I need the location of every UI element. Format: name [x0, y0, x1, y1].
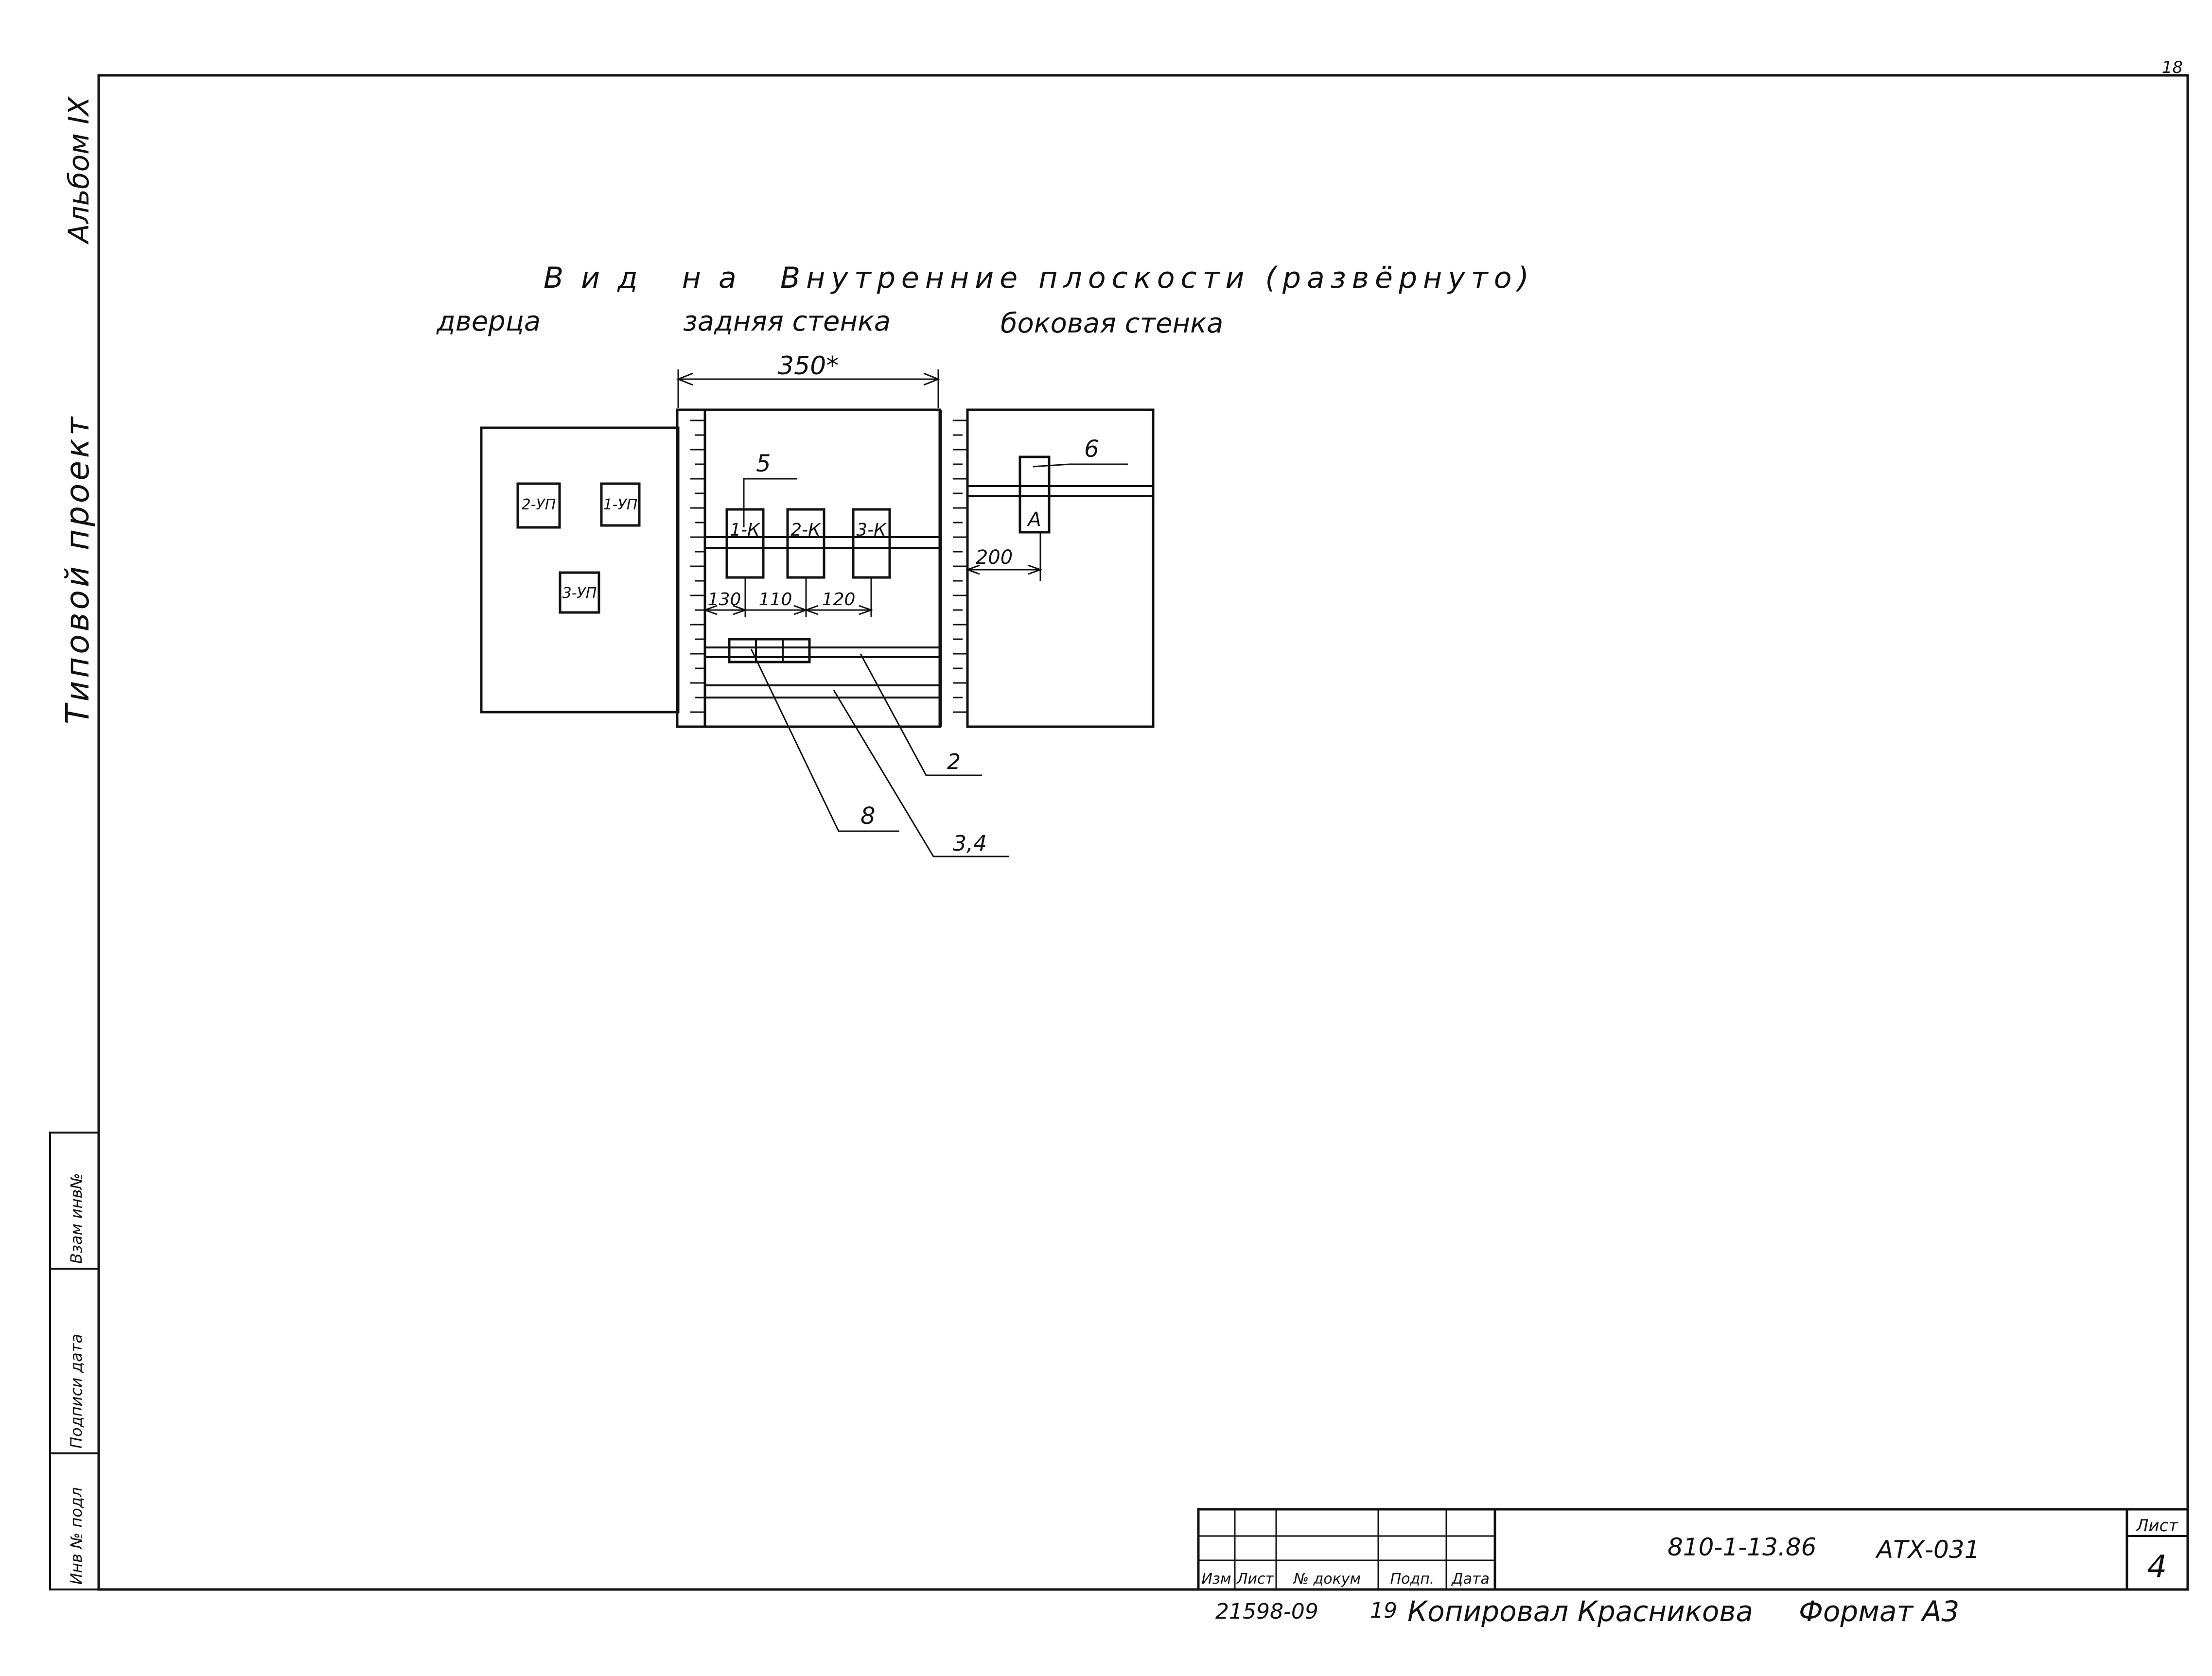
dim-200: 200	[976, 546, 1013, 569]
stamp-replaced-label: Взам инв№	[67, 1173, 86, 1264]
tb-col-izm: Изм	[1201, 1571, 1231, 1588]
tb-col-doc: № докум	[1293, 1571, 1361, 1588]
page-number: 18	[2162, 58, 2183, 77]
drawing-frame	[97, 74, 2189, 1591]
left-stamp: Инв № подл Подписи дата Взам инв№	[49, 1132, 100, 1590]
width-dimension-value: 350*	[778, 351, 839, 381]
footer-copied: Копировал Красникова	[1407, 1595, 1753, 1628]
tb-col-sign: Подп.	[1390, 1571, 1435, 1588]
callout-3-4: 3,4	[953, 831, 987, 856]
footer-num: 19	[1370, 1598, 1397, 1623]
tb-col-list: Лист	[1236, 1571, 1275, 1588]
relay-2k: 2-К	[790, 520, 821, 540]
side-wall-caption: боковая стенка	[1001, 308, 1223, 339]
callout-5: 5	[756, 450, 771, 477]
relay-3k: 3-К	[856, 520, 887, 540]
tb-designation: 810-1-13.86	[1668, 1533, 1816, 1561]
door-device-2up: 2-УП	[522, 496, 556, 513]
title-block: Изм Лист № докум Подп. Дата 810-1-13.86 …	[1197, 1508, 2189, 1591]
stamp-inv-label: Инв № подл	[67, 1487, 86, 1585]
tb-col-date: Дата	[1451, 1571, 1490, 1588]
dim-130: 130	[708, 590, 741, 610]
tb-sheet-label: Лист	[2135, 1516, 2178, 1536]
callouts: 5 6 2 8 3,4	[743, 436, 1128, 857]
tb-code: АТХ-031	[1875, 1536, 1980, 1564]
album-label: Альбом IX	[62, 96, 95, 245]
dim-120: 120	[822, 590, 856, 610]
back-wall-panel: 1-К 2-К 3-К 130 110 120	[676, 408, 969, 728]
project-type-label: Типовой проект	[59, 414, 96, 724]
callout-8: 8	[860, 803, 876, 830]
width-dimension: 350*	[676, 351, 941, 408]
stamp-signature-label: Подписи дата	[67, 1334, 86, 1449]
side-device-a: А	[1026, 508, 1041, 531]
tb-sheet-number: 4	[2147, 1549, 2167, 1585]
door-device-3up: 3-УП	[562, 585, 597, 602]
view-title-main: Внутренние плоскости (развёрнуто)	[780, 261, 1535, 295]
callout-2: 2	[947, 750, 961, 774]
side-wall-panel: А 200	[965, 408, 1155, 728]
footer-format: Формат А3	[1799, 1595, 1959, 1628]
relay-1k: 1-К	[730, 520, 760, 540]
dim-110: 110	[759, 590, 792, 610]
door-caption: дверца	[436, 306, 541, 337]
door-device-1up: 1-УП	[603, 496, 638, 513]
back-wall-caption: задняя стенка	[683, 306, 891, 337]
view-title-prefix: Вид на	[544, 261, 754, 295]
door-panel: 2-УП 1-УП 3-УП	[480, 426, 680, 714]
callout-6: 6	[1084, 436, 1099, 463]
footer-order: 21598-09	[1215, 1599, 1318, 1624]
